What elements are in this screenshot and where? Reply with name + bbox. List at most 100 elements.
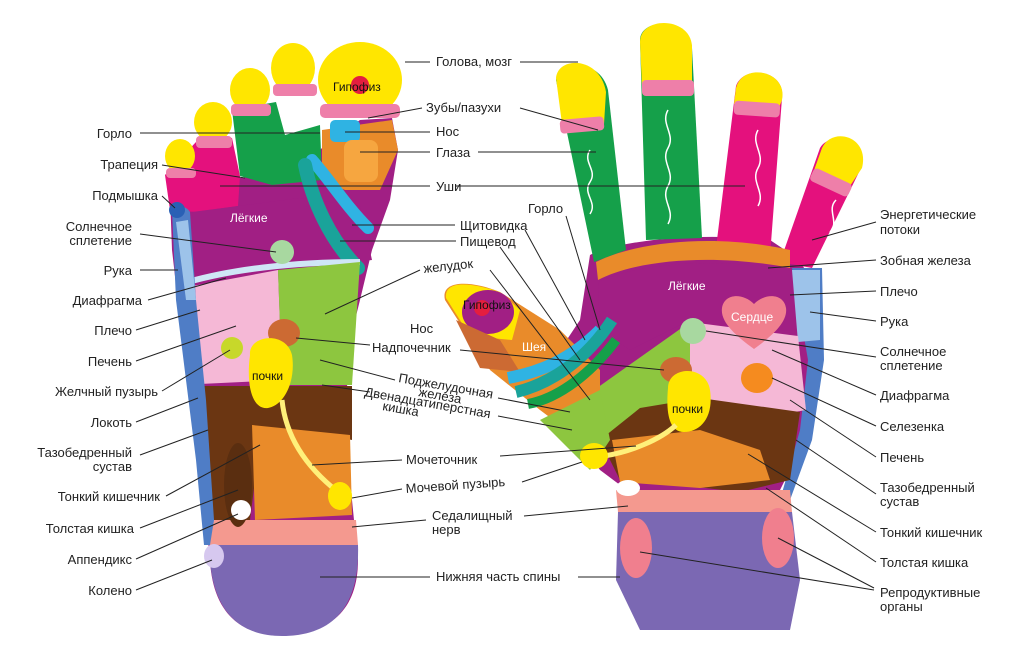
label-ureter: Мочеточник (406, 452, 477, 467)
leader-bladder-foot (351, 488, 403, 499)
leader-sciatic-foot (351, 519, 427, 528)
label-throat-hand: Горло (528, 201, 563, 216)
energy-line-little (829, 199, 837, 233)
leader-solar-hand (705, 330, 877, 358)
hand-solar-plexus (680, 318, 706, 344)
leader-gallbladder (161, 349, 231, 392)
foot-ureter (279, 399, 340, 494)
hand-thumb-band-green (526, 336, 620, 409)
foot-outer-edge (172, 206, 214, 545)
foot-toe-4-band (196, 136, 232, 148)
label-energy-1: Энергетические (880, 207, 976, 222)
leader-lines (135, 61, 877, 591)
foot-esophagus-streak (298, 158, 365, 275)
leader-spleen (771, 377, 877, 427)
foot-kidneys-label: почки (252, 369, 283, 383)
leader-thymus (767, 259, 877, 269)
label-small-int-hand: Тонкий кишечник (880, 525, 983, 540)
label-liver-hand: Печень (880, 450, 924, 465)
leader-liver-foot (135, 325, 237, 362)
foot-arm-zone (176, 220, 196, 300)
hand-lungs-label: Лёгкие (668, 279, 706, 293)
energy-line-index (587, 149, 593, 215)
label-shoulder-hand: Плечо (880, 284, 918, 299)
hand-shoulder-arm-zone (792, 270, 820, 342)
label-bladder: Мочевой пузырь (405, 474, 506, 496)
hand-right-labels: Энергетические потоки Зобная железа Плеч… (880, 207, 983, 614)
foot-toe-5-band (166, 168, 196, 178)
label-trapezius: Трапеция (100, 157, 158, 172)
hand-bladder (580, 443, 608, 469)
hand-little-band (810, 168, 852, 197)
leader-stomach-hand (489, 269, 591, 401)
leader-appendix (135, 513, 239, 560)
hand-figure: Гипофиз Шея Лёгкие Сердце почки (444, 22, 864, 630)
leader-bladder-hand (521, 461, 583, 483)
label-knee: Колено (88, 583, 132, 598)
foot-eye-spot (344, 140, 378, 182)
foot-toe-3 (230, 68, 270, 112)
label-throat-foot: Горло (97, 126, 132, 141)
leader-small-int-foot (165, 444, 261, 497)
label-thyroid: Щитовидка (460, 218, 528, 233)
leader-duodenum-foot (321, 384, 371, 393)
label-head-brain: Голова, мозг (436, 54, 512, 69)
leader-elbow (135, 397, 199, 423)
foot-toe-2 (271, 43, 315, 93)
foot-figure: Гипофиз Лёгкие почки (165, 42, 402, 636)
foot-toes (165, 42, 402, 178)
hand-neck-label: Шея (522, 340, 546, 354)
foot-nose-spot (330, 120, 360, 142)
label-adrenal: Надпочечник (372, 340, 451, 355)
label-solar-hand-2: сплетение (880, 358, 943, 373)
label-colon-foot: Толстая кишка (46, 521, 135, 536)
hand-index-tip (556, 62, 606, 124)
foot-toe-3-band (231, 104, 271, 116)
hand-middle-band (642, 80, 694, 96)
leader-shoulder-foot (135, 309, 201, 331)
leader-pancreas-foot (319, 359, 396, 381)
hand-thumb-pituitary-dot (474, 300, 490, 316)
foot-appendix (231, 500, 251, 520)
foot-pituitary-label: Гипофиз (333, 80, 381, 94)
leader-pancreas-hand (497, 397, 571, 413)
label-esophagus: Пищевод (460, 234, 516, 249)
leader-hip-hand (795, 439, 877, 495)
hand-reproductive-left (620, 518, 652, 578)
label-small-int-foot: Тонкий кишечник (58, 489, 161, 504)
label-lower-back: Нижняя часть спины (436, 569, 560, 584)
label-duodenum-2: кишка (381, 398, 420, 419)
hand-thumb-band-teal (514, 316, 618, 398)
foot-bladder (328, 482, 352, 510)
hand-thymus-band (596, 240, 790, 280)
energy-line-middle (665, 109, 671, 225)
foot-sciatic-band (206, 520, 358, 545)
leader-arm-hand (809, 311, 877, 322)
hand-wrist-white (616, 480, 640, 496)
label-stomach: желудок (423, 256, 474, 276)
leader-adrenal-hand (459, 349, 665, 371)
label-diaphragm-foot: Диафрагма (73, 293, 143, 308)
leader-esophagus-hand (499, 246, 581, 361)
label-shoulder-foot: Плечо (94, 323, 132, 338)
label-elbow: Локоть (91, 415, 132, 430)
hand-kidneys-label: почки (672, 402, 703, 416)
leader-hip-foot (139, 429, 209, 456)
label-solar-hand-1: Солнечное (880, 344, 946, 359)
label-colon-hand: Толстая кишка (880, 555, 969, 570)
hand-ring-tip (734, 72, 783, 110)
foot-gallbladder-dot (221, 337, 243, 359)
hand-heart-label: Сердце (731, 310, 773, 324)
leader-trapezius (161, 164, 246, 179)
foot-lungs-label: Лёгкие (230, 211, 268, 225)
foot-heel (210, 545, 359, 636)
label-eyes: Глаза (436, 145, 471, 160)
leader-small-int-hand (747, 453, 877, 533)
foot-small-intestine (252, 425, 352, 520)
label-energy-2: потоки (880, 222, 920, 237)
leader-reproductive-a (777, 537, 875, 589)
hand-middle-tip (640, 22, 692, 87)
leader-ureter-foot (311, 459, 403, 466)
